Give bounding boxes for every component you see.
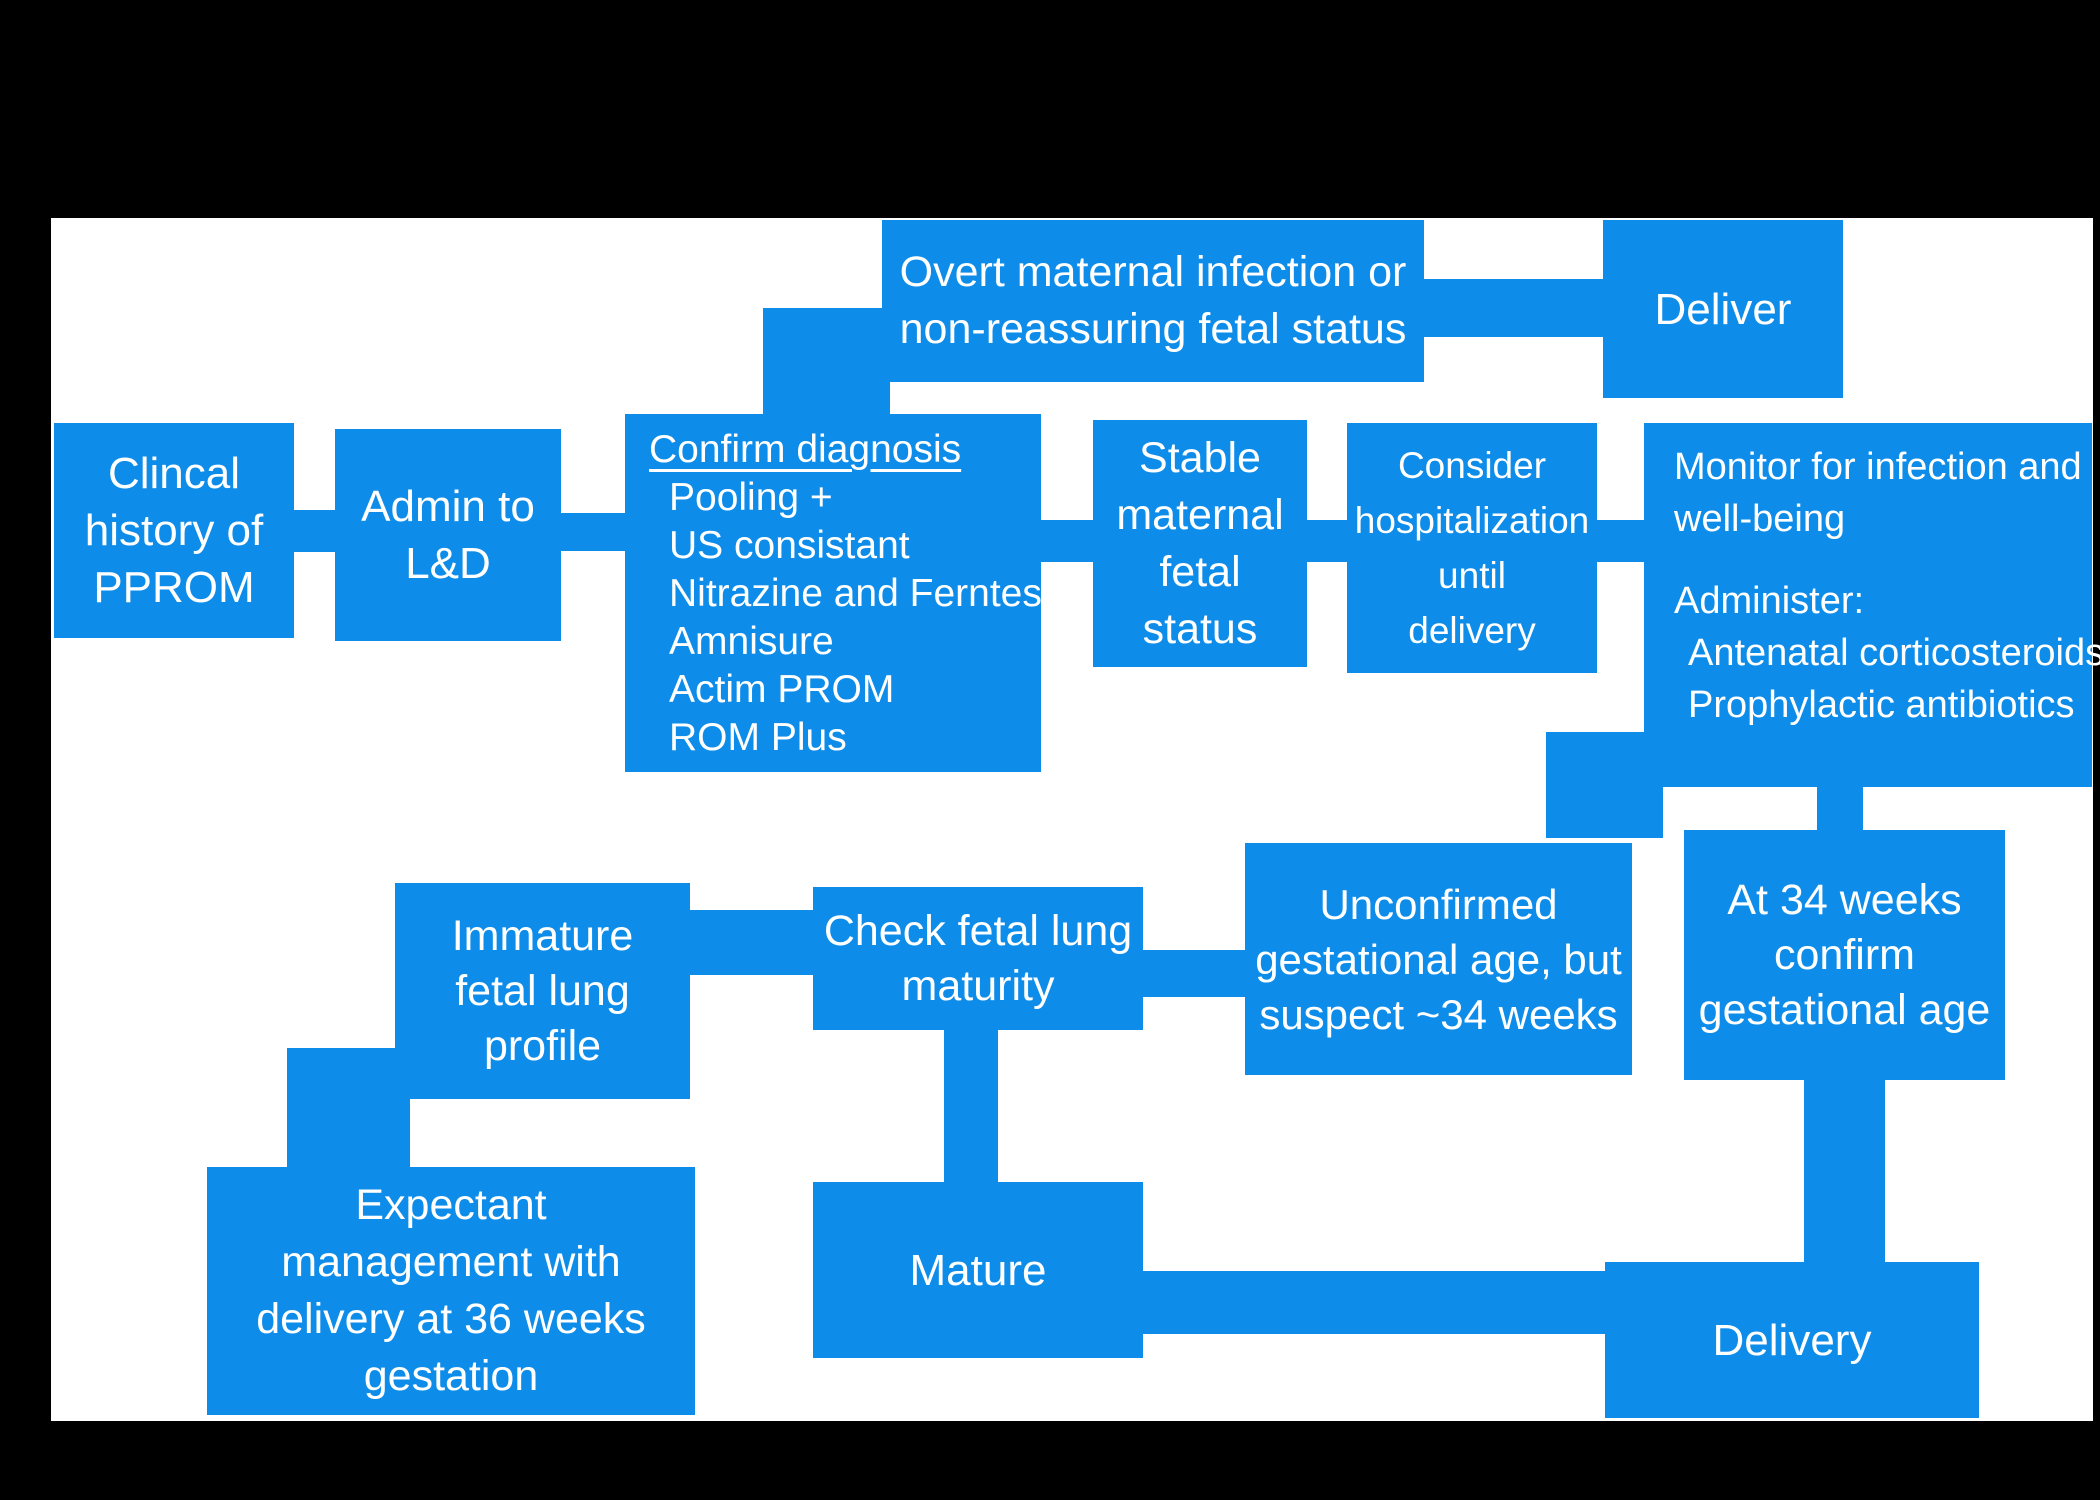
node-text-line: gestation [363,1352,539,1400]
node-consider-hospitalization: Consider hospitalization until delivery [1347,423,1597,673]
node-confirm-diagnosis: Confirm diagnosis Pooling + US consistan… [625,414,1072,772]
node-text-line: maternal [1116,490,1284,539]
node-clinical-history: Clincal history of PPROM [54,423,294,638]
connector-check-to-mature [944,1030,998,1182]
node-text-line: until [1438,555,1506,596]
connector-monitor-to-at34 [1817,787,1863,831]
node-immature-fetal-lung-profile: Immature fetal lung profile [395,883,690,1099]
node-text-line: Admin to [361,482,535,531]
node-unconfirmed-gestational-age: Unconfirmed gestational age, but suspect… [1245,843,1632,1075]
node-text-line: Check fetal lung [823,906,1133,955]
monitor-administer-item: Prophylactic antibiotics [1688,684,2075,726]
connector-clinical-to-admit [294,510,335,552]
node-monitor-infection: Monitor for infection and well-being Adm… [1644,423,2100,787]
node-text-line: status [1142,604,1258,653]
connector-check-to-unconfirmed [1143,950,1245,997]
node-text-line: L&D [405,539,491,588]
confirm-diagnosis-item: Amnisure [669,620,834,663]
node-deliver: Deliver [1603,220,1843,398]
node-delivery: Delivery [1605,1262,1979,1418]
node-text-line: fetal [1159,547,1241,596]
confirm-diagnosis-item: Pooling + [669,476,833,519]
confirm-diagnosis-item: Actim PROM [669,668,895,711]
node-text-line: gestational age, but [1255,935,1622,983]
node-text-line: history of [84,506,264,555]
monitor-text-line: well-being [1674,498,1846,540]
node-text-line: fetal lung [455,966,630,1015]
monitor-administer-label: Administer: [1674,580,1865,622]
node-mature: Mature [813,1182,1143,1358]
connector-overt-to-deliver [1424,279,1603,337]
connector-confirm-to-overt [763,308,890,415]
monitor-administer-item: Antenatal corticosteroids [1688,632,2100,674]
node-text-line: suspect ~34 weeks [1259,990,1618,1038]
connector-monitor-to-unconfirmed [1546,732,1663,838]
connector-at34-to-delivery [1804,1080,1885,1262]
monitor-text-line: Monitor for infection and [1674,446,2082,488]
node-text-line: Consider [1397,445,1547,486]
node-text-line: PPROM [93,563,255,612]
confirm-diagnosis-item: US consistant [669,524,910,567]
node-text-line: Mature [909,1245,1047,1295]
node-text-line: confirm [1774,930,1915,979]
node-text-line: gestational age [1698,985,1991,1034]
node-text-line: maturity [901,961,1055,1010]
node-text-line: Expectant [355,1181,547,1229]
node-text-line: hospitalization [1354,500,1590,541]
connector-stable-to-consider [1307,520,1347,562]
node-stable-status: Stable maternal fetal status [1093,420,1307,667]
connector-confirm-to-stable [1041,520,1093,562]
node-expectant-management: Expectant management with delivery at 36… [207,1167,695,1415]
node-text-line: Overt maternal infection or [899,248,1407,296]
node-text-line: delivery at 36 weeks [256,1295,646,1343]
node-admit-ld: Admin to L&D [335,429,561,641]
node-check-fetal-lung-maturity: Check fetal lung maturity [813,887,1143,1030]
node-text-line: At 34 weeks [1727,875,1962,924]
node-text-line: Clincal [107,449,241,498]
node-text-line: management with [281,1238,621,1286]
connector-immature-to-expectant [287,1048,410,1167]
connector-admit-to-confirm [561,513,625,551]
node-text-line: Stable [1139,433,1261,482]
connector-immature-to-check [690,910,813,975]
confirm-diagnosis-item: ROM Plus [669,716,847,759]
connector-consider-to-monitor [1597,520,1644,562]
confirm-diagnosis-item: Nitrazine and Ferntests [669,572,1073,615]
node-text-line: delivery [1408,610,1536,651]
node-text-line: Delivery [1712,1315,1872,1365]
node-text-line: Immature [451,911,634,960]
node-text-line: profile [483,1021,602,1070]
node-overt-infection: Overt maternal infection or non-reassuri… [882,220,1424,382]
confirm-diagnosis-title: Confirm diagnosis [649,428,962,471]
node-text-line: Deliver [1654,284,1792,334]
node-text-line: non-reassuring fetal status [899,305,1407,353]
connector-mature-to-delivery [1143,1271,1605,1334]
node-text-line: Unconfirmed [1319,880,1558,928]
node-at-34-weeks-confirm: At 34 weeks confirm gestational age [1684,830,2005,1080]
